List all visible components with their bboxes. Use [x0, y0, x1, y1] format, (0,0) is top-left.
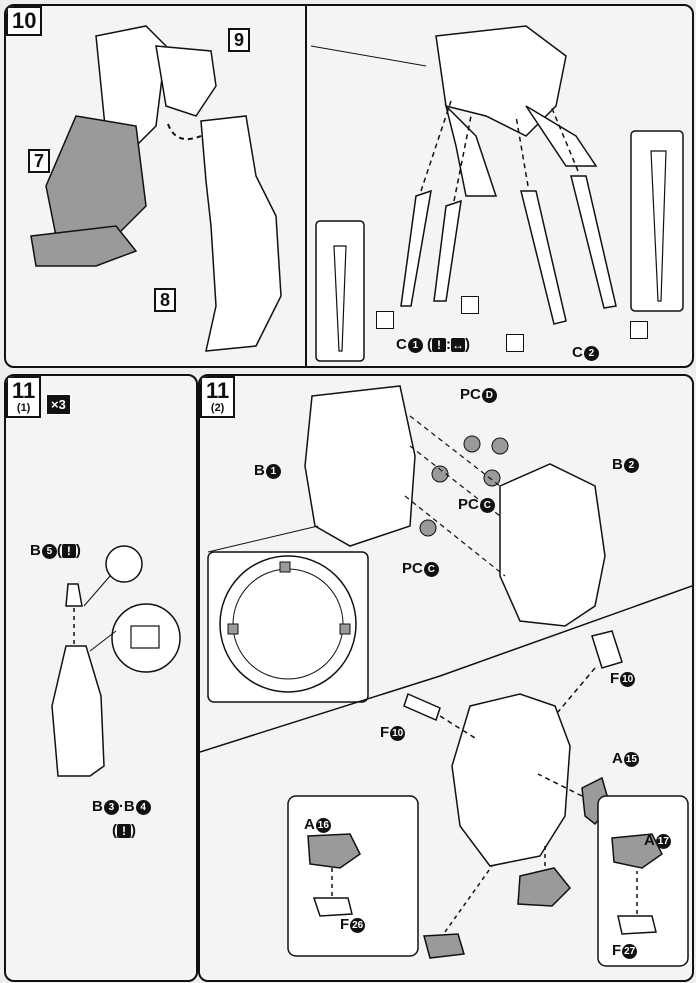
part-label-9: 9: [228, 28, 250, 52]
cut-icon: [376, 311, 394, 329]
step-11-1-illustration: [51, 545, 181, 777]
step-10-number: 10: [6, 6, 43, 36]
step-10-illustration: [30, 6, 684, 366]
step-11-2-number: 11 (2): [200, 376, 236, 418]
caution-icon: !: [432, 338, 447, 353]
part-label-7: 7: [28, 149, 50, 173]
multiplier-badge: ×3: [46, 394, 71, 415]
caution-icon: !: [117, 824, 131, 839]
step-11-2-panel: 11 (2): [198, 374, 694, 982]
caution-note: (!): [112, 822, 136, 839]
cut-icon: [461, 296, 479, 314]
step-11-2-illustration: [200, 385, 692, 967]
cut-icon: [630, 321, 648, 339]
flip-icon: ↔: [451, 338, 466, 353]
cut-icon: [506, 334, 524, 352]
part-label-8: 8: [154, 288, 176, 312]
step-11-1-number: 11 (1): [6, 376, 42, 418]
caution-icon: !: [61, 544, 76, 559]
